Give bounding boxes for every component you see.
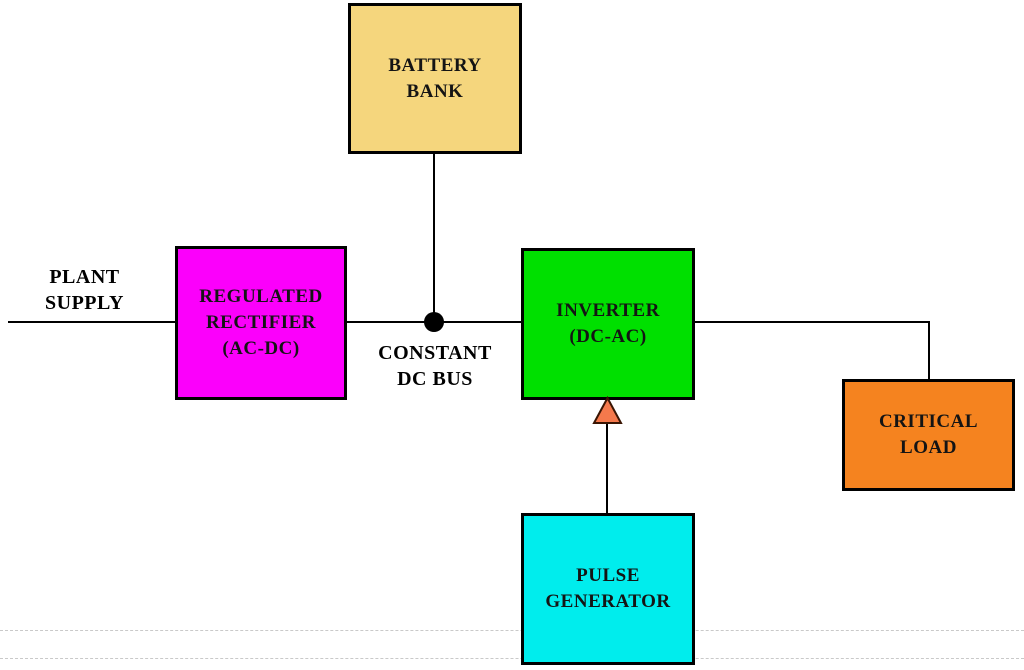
inverter-label-line1: INVERTER: [556, 300, 660, 321]
pulse-generator-label-line2: GENERATOR: [545, 591, 671, 612]
wire-inverter-to-corner: [693, 321, 930, 323]
arrowhead-triangle: [592, 396, 623, 424]
wire-plant-supply-to-rectifier: [8, 321, 175, 323]
regulated-rectifier-box: REGULATED RECTIFIER (AC-DC): [175, 246, 347, 400]
wire-corner-to-critical-load: [928, 321, 930, 381]
scan-artifact-line-upper: [0, 630, 1024, 631]
plant-supply-label-line1: PLANT: [49, 266, 120, 288]
critical-load-box: CRITICAL LOAD: [842, 379, 1015, 491]
critical-load-label-line1: CRITICAL: [878, 411, 979, 432]
battery-bank-box: BATTERY BANK: [348, 3, 522, 154]
constant-dc-bus-label: CONSTANT DC BUS: [352, 340, 518, 392]
pulse-generator-box: PULSE GENERATOR: [521, 513, 695, 665]
dc-bus-junction-dot: [424, 312, 444, 332]
wire-battery-to-dc-bus: [433, 152, 435, 324]
arrow-up-icon: [592, 396, 623, 424]
rectifier-label-line2: RECTIFIER: [205, 312, 317, 333]
critical-load-label-line2: LOAD: [900, 437, 957, 458]
rectifier-label-line1: REGULATED: [199, 286, 323, 307]
wire-pulse-generator-to-inverter: [606, 420, 608, 515]
inverter-label-line2: (DC-AC): [569, 326, 647, 347]
inverter-box: INVERTER (DC-AC): [521, 248, 695, 400]
scan-artifact-line-lower: [0, 658, 1024, 659]
plant-supply-label: PLANT SUPPLY: [12, 264, 157, 316]
constant-dc-bus-label-line1: CONSTANT: [378, 342, 492, 364]
rectifier-label-line3: (AC-DC): [222, 338, 300, 359]
plant-supply-label-line2: SUPPLY: [45, 292, 124, 314]
battery-bank-label-line2: BANK: [406, 80, 464, 102]
pulse-generator-label-line1: PULSE: [576, 565, 640, 586]
constant-dc-bus-label-line2: DC BUS: [397, 368, 473, 390]
battery-bank-label-line1: BATTERY: [388, 54, 482, 76]
